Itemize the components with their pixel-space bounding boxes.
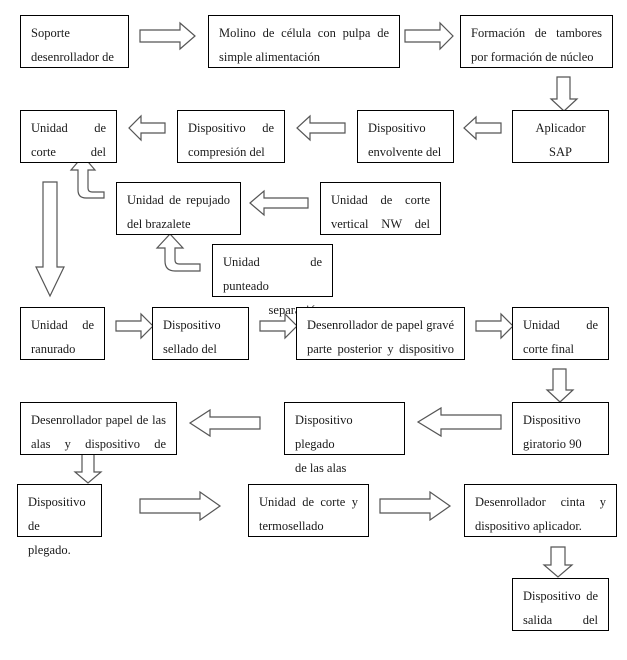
node-line: termosellado	[259, 519, 324, 533]
arrow-n6-n7	[128, 114, 166, 142]
arrow-n15-n16	[416, 406, 502, 438]
node-dispositivo-compresion: Dispositivo de compresión del	[177, 110, 285, 163]
node-line: de las alas	[295, 461, 347, 475]
node-line: corte del	[31, 145, 106, 159]
arrow-n10-n8	[155, 233, 201, 272]
node-line: Dispositivo de	[188, 121, 274, 135]
arrow-n3-n4	[549, 76, 579, 112]
node-line: Unidad de corte y	[259, 495, 358, 509]
node-line: envolvente del	[368, 145, 442, 159]
node-unidad-corte-vertical: Unidad de corte vertical NW del	[320, 182, 441, 235]
arrow-n2-n3	[404, 21, 454, 51]
node-line: Unidad de repujado	[127, 193, 230, 207]
node-line: desenrollador de	[31, 50, 114, 64]
arrow-n4-n5	[463, 115, 502, 141]
arrow-n16-n17	[188, 408, 261, 438]
node-line: Dispositivo	[368, 121, 426, 135]
node-line: parte posterior y dispositivo	[307, 342, 454, 356]
arrow-n20-n21	[542, 546, 574, 578]
node-line: simple alimentación	[219, 50, 321, 64]
node-line: Soporte	[31, 26, 70, 40]
node-line: sellado del	[163, 342, 217, 356]
node-dispositivo-plegado: Dispositivo de plegado.	[17, 484, 102, 557]
node-line: Unidad de corte	[331, 193, 430, 207]
node-line: Desenrollador de papel gravé	[307, 318, 454, 332]
node-line: Dispositivo	[163, 318, 221, 332]
node-aplicador-sap: Aplicador SAP	[512, 110, 609, 163]
node-dispositivo-sellado: Dispositivo sellado del	[152, 307, 249, 360]
node-unidad-ranurado: Unidad de ranurado	[20, 307, 105, 360]
node-line: del brazalete	[127, 217, 191, 231]
node-line: plegado.	[28, 543, 71, 557]
node-line: Unidad de punteado	[223, 255, 322, 293]
arrow-n8-n7	[69, 155, 105, 199]
node-unidad-corte-final: Unidad de corte final	[512, 307, 609, 360]
arrow-n9-n8	[249, 189, 309, 217]
node-line: Dispositivo plegado	[295, 413, 353, 451]
arrow-n12-n13	[259, 312, 298, 340]
node-dispositivo-salida: Dispositivo de salida del	[512, 578, 609, 631]
node-line: Dispositivo	[523, 413, 581, 427]
node-dispositivo-giratorio: Dispositivo giratorio 90	[512, 402, 609, 455]
node-line: Desenrollador cinta y	[475, 495, 606, 509]
node-formacion-tambores: Formación de tambores por formación de nú…	[460, 15, 613, 68]
arrow-n1-n2	[139, 21, 196, 51]
node-line: Unidad de	[31, 121, 106, 135]
node-line: Unidad de	[523, 318, 598, 332]
node-line: por formación de núcleo	[471, 50, 594, 64]
node-desenrollador-cinta: Desenrollador cinta y dispositivo aplicad…	[464, 484, 617, 537]
node-line: salida del	[523, 613, 598, 627]
node-dispositivo-envolvente: Dispositivo envolvente del	[357, 110, 454, 163]
arrow-n19-n20	[379, 490, 452, 522]
arrow-n7-n11	[35, 181, 65, 298]
arrow-n18-n19	[139, 490, 222, 522]
node-unidad-corte: Unidad de corte del	[20, 110, 117, 163]
node-line: alas y dispositivo de	[31, 437, 166, 451]
node-unidad-punteado: Unidad de punteadoy separación ADL	[212, 244, 333, 341]
arrow-n13-n14	[475, 312, 514, 340]
node-unidad-repujado: Unidad de repujado del brazalete	[116, 182, 241, 235]
node-line: Formación de tambores	[471, 26, 602, 40]
node-dispositivo-plegado-alas: Dispositivo plegado de las alas	[284, 402, 405, 475]
node-line: corte final	[523, 342, 575, 356]
node-desenrollador-papel-alas: Desenrollador papel de las alas y disposi…	[20, 402, 177, 455]
node-line: Molino de célula con pulpa de	[219, 26, 389, 40]
node-unidad-corte-termosellado: Unidad de corte y termosellado	[248, 484, 369, 537]
node-line: Dispositivo de	[28, 495, 86, 533]
node-line: ranurado	[31, 342, 76, 356]
node-line: Aplicador SAP	[535, 121, 586, 159]
arrow-n11-n12	[115, 312, 154, 340]
node-molino-celula: Molino de célula con pulpa de simple alim…	[208, 15, 400, 68]
node-line: compresión del	[188, 145, 265, 159]
node-line: Dispositivo de	[523, 589, 598, 603]
arrow-n17-n18	[73, 452, 103, 484]
node-line: vertical NW del	[331, 217, 430, 231]
arrow-n14-n15	[545, 368, 575, 403]
node-line: giratorio 90	[523, 437, 582, 451]
node-line: dispositivo aplicador.	[475, 519, 582, 533]
node-soporte-desenrollador: Soporte desenrollador de	[20, 15, 129, 68]
node-line: Unidad de	[31, 318, 94, 332]
node-line: Desenrollador papel de las	[31, 413, 166, 427]
arrow-n5-n6	[296, 114, 346, 142]
node-desenrollador-papel-grave: Desenrollador de papel gravé parte poster…	[296, 307, 465, 360]
